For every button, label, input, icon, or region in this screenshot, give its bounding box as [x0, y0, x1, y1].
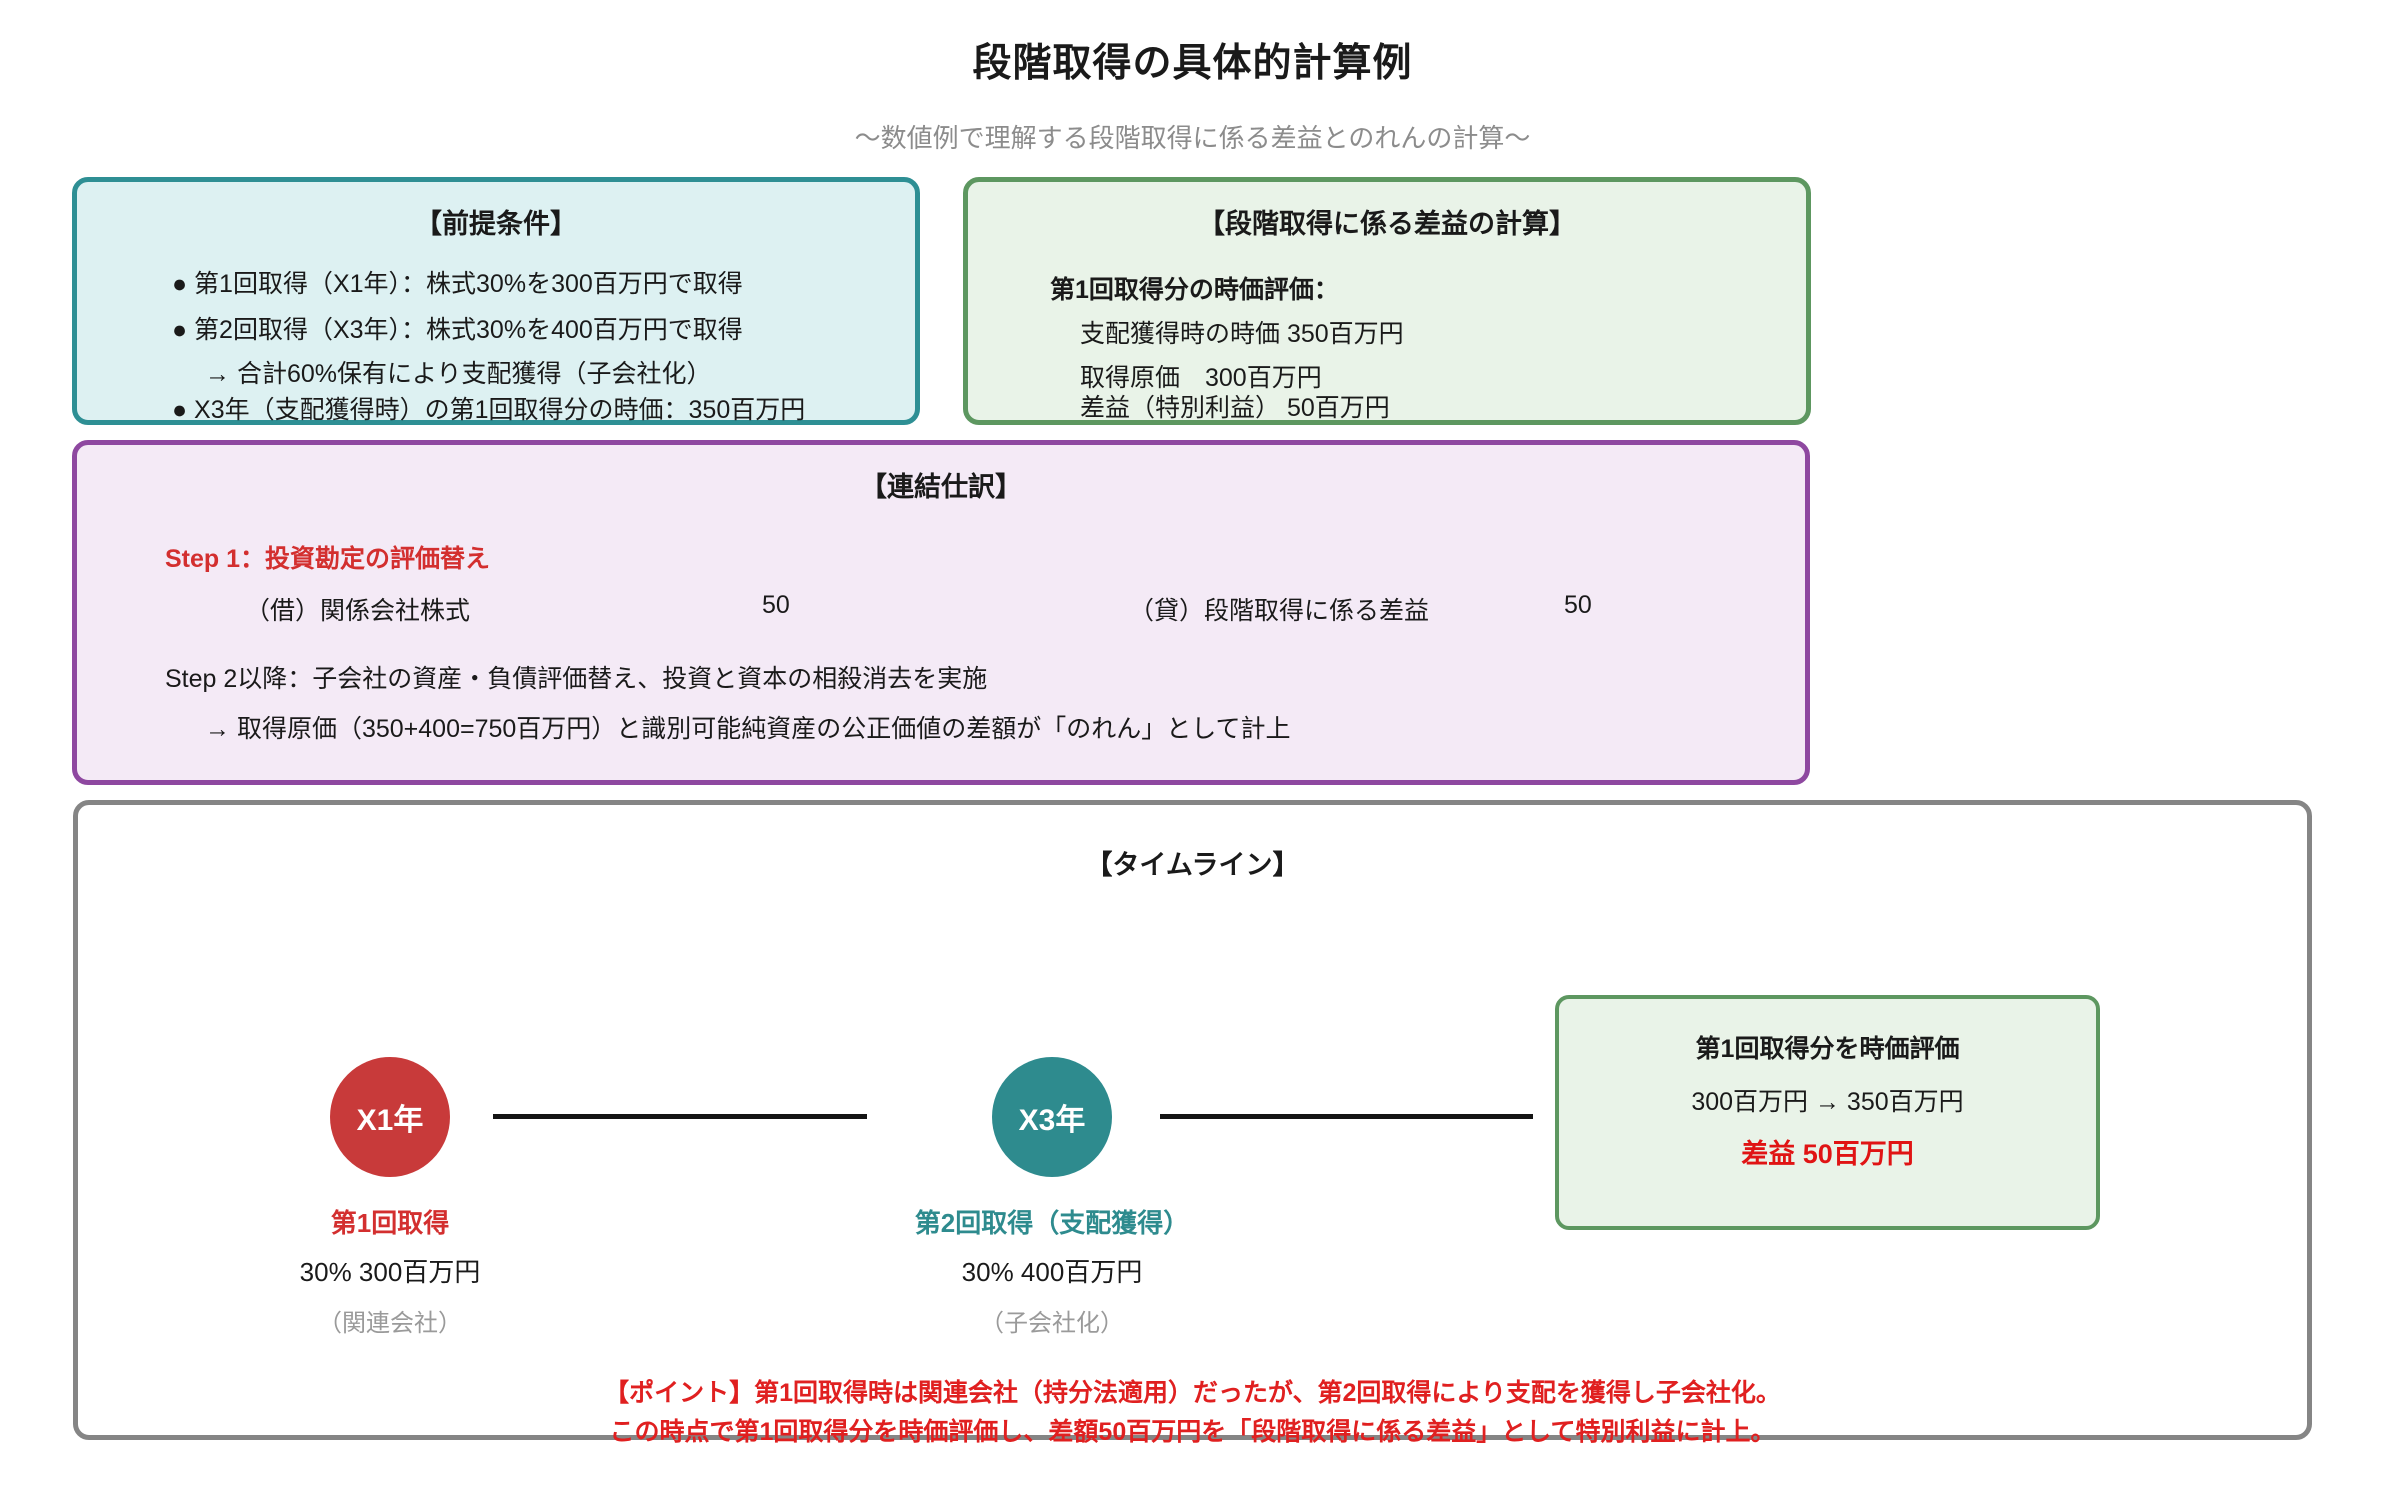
point-line-2: この時点で第1回取得分を時価評価し、差額50百万円を「段階取得に係る差益」として…: [609, 1418, 1776, 1446]
timeline-title: 【タイムライン】: [1085, 850, 1300, 880]
premise-box-title: 【前提条件】: [415, 209, 577, 239]
timeline-box: 【タイムライン】 X1年 X3年 第1回取得 30% 300百万円 （関連会社）…: [73, 800, 2312, 1446]
gain-calc-heading: 第1回取得分の時価評価：: [1050, 276, 1339, 304]
journal-goodwill-note: → 取得原価（350+400=750百万円）と識別可能純資産の公正価値の差額が「…: [205, 715, 1291, 743]
gain-calc-gain-line: 差益（特別利益） 50百万円: [1080, 394, 1390, 422]
premise-box: 【前提条件】 ● 第1回取得（X1年）：株式30%を300百万円で取得 ● 第2…: [72, 177, 920, 425]
journal-step2-line: Step 2以降：子会社の資産・負債評価替え、投資と資本の相殺消去を実施: [165, 665, 988, 693]
premise-bullet-1: ● 第1回取得（X1年）：株式30%を300百万円で取得: [172, 270, 743, 298]
event1-value: 30% 300百万円: [299, 1257, 481, 1287]
timeline-x1-circle: X1年: [330, 1057, 450, 1177]
journal-credit-amount: 50: [1564, 591, 1592, 619]
timeline-result-box: 第1回取得分を時価評価 300百万円 → 350百万円 差益 50百万円: [1555, 995, 2100, 1230]
gain-calc-box: 【段階取得に係る差益の計算】 第1回取得分の時価評価： 支配獲得時の時価 350…: [963, 177, 1811, 425]
gain-calc-fair-value-line: 支配獲得時の時価 350百万円: [1080, 320, 1404, 348]
event2-note: （子会社化）: [980, 1310, 1124, 1337]
premise-bullet-3: ● X3年（支配獲得時）の第1回取得分の時価：350百万円: [172, 396, 806, 424]
journal-credit-label: （貸）段階取得に係る差益: [1129, 597, 1430, 625]
result-change: 300百万円 → 350百万円: [1691, 1088, 1964, 1116]
journal-box: 【連結仕訳】 Step 1：投資勘定の評価替え （借）関係会社株式 50 （貸）…: [72, 440, 1810, 785]
page-subtitle: 〜数値例で理解する段階取得に係る差益とのれんの計算〜: [854, 123, 1531, 153]
premise-bullet-2: ● 第2回取得（X3年）：株式30%を400百万円で取得: [172, 316, 743, 344]
timeline-connector-1: [493, 1114, 867, 1119]
event2-name: 第2回取得（支配獲得）: [914, 1208, 1190, 1238]
timeline-event2-label: 第2回取得（支配獲得） 30% 400百万円 （子会社化）: [852, 1203, 1252, 1338]
event1-note: （関連会社）: [318, 1310, 462, 1337]
event1-name: 第1回取得: [330, 1208, 450, 1238]
journal-debit-amount: 50: [762, 591, 790, 619]
journal-box-title: 【連結仕訳】: [860, 472, 1022, 502]
timeline-x3-circle: X3年: [992, 1057, 1112, 1177]
page-title: 段階取得の具体的計算例: [972, 42, 1413, 85]
timeline-event1-label: 第1回取得 30% 300百万円 （関連会社）: [190, 1203, 590, 1338]
timeline-connector-2: [1160, 1114, 1533, 1119]
result-gain: 差益 50百万円: [1741, 1139, 1914, 1169]
point-line-1: 【ポイント】第1回取得時は関連会社（持分法適用）だったが、第2回取得により支配を…: [604, 1379, 1781, 1407]
result-heading: 第1回取得分を時価評価: [1695, 1035, 1960, 1063]
journal-debit-label: （借）関係会社株式: [245, 597, 471, 625]
gain-calc-cost-line: 取得原価 300百万円: [1080, 364, 1322, 392]
gain-calc-box-title: 【段階取得に係る差益の計算】: [1198, 209, 1576, 239]
journal-step1-heading: Step 1：投資勘定の評価替え: [165, 545, 491, 573]
event2-value: 30% 400百万円: [961, 1257, 1143, 1287]
premise-arrow-note: → 合計60%保有により支配獲得（子会社化）: [205, 360, 712, 388]
